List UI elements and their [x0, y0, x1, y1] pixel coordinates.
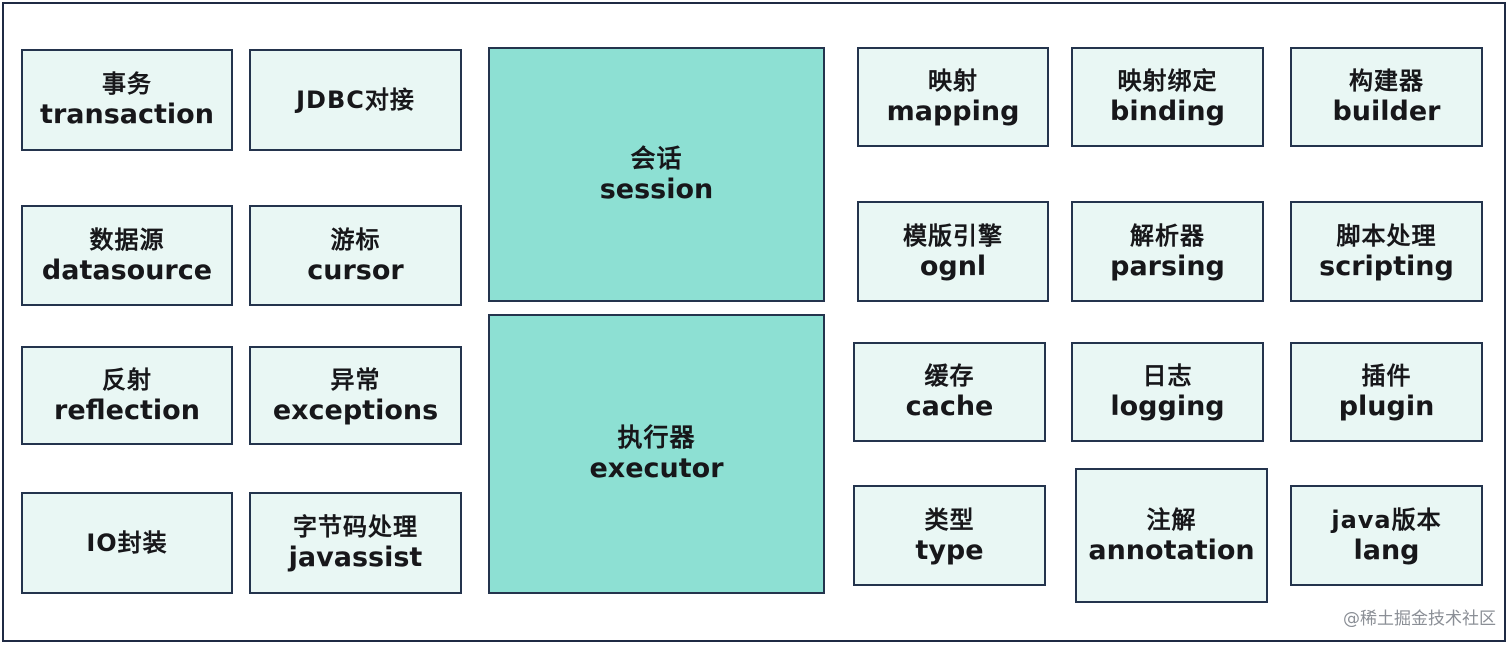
module-label-en: lang [1353, 534, 1420, 566]
module-label-cn: 事务 [102, 70, 152, 98]
module-label-cn: 异常 [330, 365, 381, 394]
module-label-en: scripting [1319, 250, 1454, 282]
module-label-cn: 映射 [928, 67, 978, 95]
module-label-en: session [599, 173, 714, 205]
module-label-cn: 执行器 [617, 423, 696, 452]
module-scripting: 脚本处理 scripting [1290, 201, 1483, 302]
module-label-en: annotation [1088, 534, 1255, 566]
module-cache: 缓存 cache [853, 342, 1046, 442]
module-datasource: 数据源 datasource [21, 205, 233, 306]
watermark: @稀土掘金技术社区 [1343, 609, 1496, 629]
module-cursor: 游标 cursor [249, 205, 462, 306]
module-label-cn: 注解 [1146, 505, 1197, 534]
module-label-cn: 游标 [330, 225, 381, 254]
module-label-en: mapping [886, 96, 1020, 127]
module-mapping: 映射 mapping [857, 47, 1049, 147]
module-builder: 构建器 builder [1290, 47, 1483, 147]
module-label-cn: 类型 [924, 505, 975, 534]
module-logging: 日志 logging [1071, 342, 1264, 442]
module-label-en: type [915, 534, 984, 566]
module-annotation: 注解 annotation [1075, 468, 1268, 603]
module-parsing: 解析器 parsing [1071, 201, 1264, 302]
module-label-en: reflection [54, 394, 200, 426]
module-executor: 执行器 executor [488, 314, 825, 594]
module-label-en: exceptions [272, 394, 439, 426]
module-label-en: ognl [919, 250, 987, 282]
module-label-en: datasource [41, 254, 213, 286]
module-label-en: cursor [307, 254, 404, 286]
module-label-cn: IO封装 [86, 529, 168, 557]
module-label-cn: 数据源 [89, 225, 165, 254]
module-label-cn: 模版引擎 [903, 221, 1003, 250]
module-session: 会话 session [488, 47, 825, 302]
module-binding: 映射绑定 binding [1071, 47, 1264, 147]
module-lang: java版本 lang [1290, 485, 1483, 586]
module-plugin: 插件 plugin [1290, 342, 1483, 442]
module-exceptions: 异常 exceptions [249, 346, 462, 445]
module-label-en: cache [905, 391, 994, 422]
module-label-cn: 日志 [1142, 362, 1193, 390]
module-reflection: 反射 reflection [21, 346, 233, 445]
module-label-en: binding [1110, 96, 1225, 127]
module-label-cn: 反射 [102, 365, 152, 394]
module-label-cn: 映射绑定 [1117, 67, 1218, 95]
module-label-cn: 插件 [1361, 362, 1412, 390]
module-label-cn: 构建器 [1349, 67, 1424, 95]
module-label-en: plugin [1338, 391, 1435, 422]
module-type: 类型 type [853, 485, 1046, 586]
module-javassist: 字节码处理 javassist [249, 492, 462, 594]
module-label-cn: 解析器 [1130, 221, 1205, 250]
module-label-en: transaction [40, 99, 214, 130]
module-label-en: parsing [1110, 250, 1225, 282]
module-label-cn: 字节码处理 [293, 513, 418, 541]
module-label-en: builder [1332, 96, 1441, 127]
module-label-en: logging [1110, 391, 1225, 422]
module-label-cn: 脚本处理 [1336, 221, 1437, 250]
module-label-cn: 缓存 [924, 362, 975, 390]
module-label-en: executor [589, 453, 724, 484]
module-label-en: javassist [288, 542, 423, 573]
module-label-cn: JDBC对接 [296, 86, 415, 114]
module-transaction: 事务 transaction [21, 49, 233, 151]
module-ognl: 模版引擎 ognl [857, 201, 1049, 302]
module-io: IO封装 [21, 492, 233, 594]
module-label-cn: java版本 [1331, 505, 1442, 534]
module-jdbc: JDBC对接 [249, 49, 462, 151]
module-label-cn: 会话 [630, 143, 683, 173]
